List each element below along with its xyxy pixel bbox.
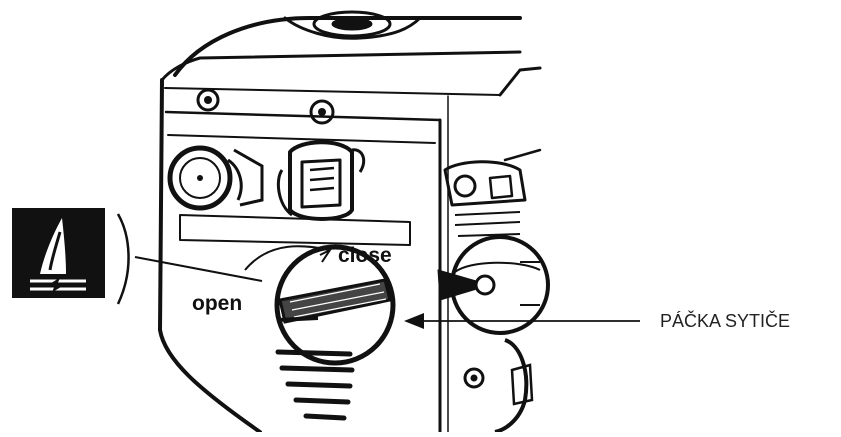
ledge-bolt-left xyxy=(196,88,220,112)
side-knob xyxy=(443,160,527,237)
callout-arrow xyxy=(404,313,640,329)
open-label: open xyxy=(192,292,242,315)
engine-housing xyxy=(158,10,542,434)
fuel-valve xyxy=(437,235,550,335)
choke-symbol-icon xyxy=(12,208,105,298)
close-label: close xyxy=(338,244,392,267)
callout-label: PÁČKA SYTIČE xyxy=(660,310,790,331)
ledge-bolt-right xyxy=(309,99,335,125)
symbol-leader-line xyxy=(134,256,263,282)
lower-right-part xyxy=(463,338,534,434)
symbol-bracket xyxy=(116,213,130,305)
vent-grille xyxy=(275,349,355,421)
socket-cover xyxy=(276,140,366,221)
choke-dial xyxy=(244,244,396,366)
push-button xyxy=(167,145,264,211)
